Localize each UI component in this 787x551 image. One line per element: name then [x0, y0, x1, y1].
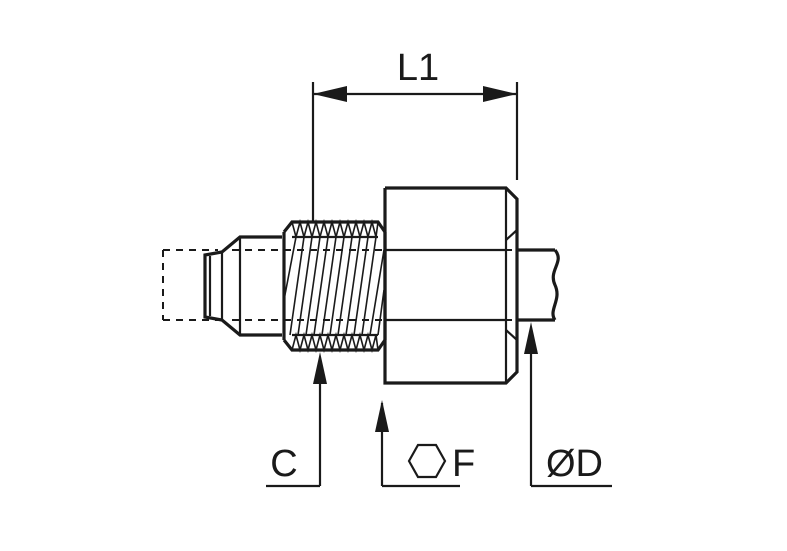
hex-body: [383, 186, 519, 385]
l1-label: L1: [397, 47, 439, 89]
tube-right: [517, 248, 560, 322]
d-leader: ØD: [524, 322, 612, 488]
threaded-section: [282, 218, 387, 354]
l1-arrow-left: [313, 86, 347, 102]
thread-label: C: [270, 443, 297, 485]
hexagon-icon: [407, 443, 447, 479]
hex-label: F: [452, 443, 475, 485]
f-leader: F: [375, 400, 475, 488]
l1-arrow-right: [483, 86, 517, 102]
diameter-label: ØD: [546, 443, 603, 485]
fitting-tip: [203, 235, 282, 337]
tube-left-dashed: [162, 249, 515, 321]
l1-dimension: L1: [311, 47, 519, 222]
c-leader: C: [266, 352, 327, 488]
